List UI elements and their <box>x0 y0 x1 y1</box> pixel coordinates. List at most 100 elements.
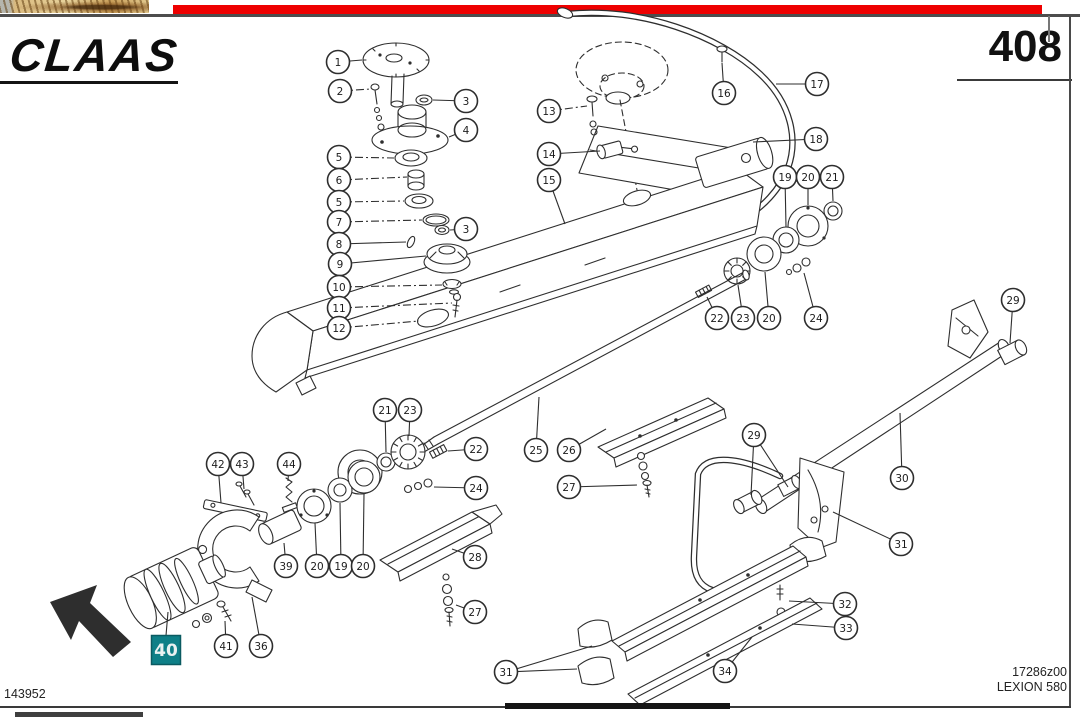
callout-42[interactable]: 42 <box>205 451 231 504</box>
ring-3a <box>415 94 433 106</box>
svg-text:9: 9 <box>337 259 344 271</box>
callout-23[interactable]: 23 <box>397 397 423 437</box>
svg-text:24: 24 <box>809 313 823 325</box>
svg-text:16: 16 <box>717 88 731 100</box>
callout-15[interactable]: 15 <box>536 167 566 225</box>
callout-29[interactable]: 29 <box>1000 287 1026 344</box>
callout-17[interactable]: 17 <box>776 71 830 97</box>
callout-21[interactable]: 21 <box>819 164 845 202</box>
callout-13[interactable]: 13 <box>536 98 588 124</box>
callout-25[interactable]: 25 <box>523 396 549 463</box>
fitting-14 <box>596 140 639 160</box>
page-number-cell-line <box>1048 16 1050 42</box>
callout-22[interactable]: 22 <box>447 436 489 462</box>
svg-text:21: 21 <box>825 172 838 184</box>
callout-34[interactable]: 34 <box>712 636 753 684</box>
callout-20[interactable]: 20 <box>795 164 821 206</box>
callout-3[interactable]: 3 <box>432 88 479 114</box>
callout-20[interactable]: 20 <box>756 271 782 331</box>
sleeve-39 <box>258 509 302 545</box>
svg-text:32: 32 <box>838 599 851 611</box>
callout-30[interactable]: 30 <box>889 412 915 491</box>
svg-text:20: 20 <box>762 313 775 325</box>
callout-31[interactable]: 31 <box>832 511 914 557</box>
callout-6[interactable]: 6 <box>326 167 408 193</box>
callout-23[interactable]: 23 <box>730 284 756 331</box>
svg-text:31: 31 <box>894 539 907 551</box>
callout-31[interactable]: 31 <box>493 645 593 685</box>
callout-21[interactable]: 21 <box>372 397 398 453</box>
callout-29[interactable]: 29 <box>741 422 789 496</box>
red-accent-bar <box>173 5 1042 14</box>
clips-31b <box>577 619 615 686</box>
callout-28[interactable]: 28 <box>451 544 488 570</box>
callout-41[interactable]: 41 <box>213 620 239 659</box>
callout-36[interactable]: 36 <box>248 596 274 659</box>
oring-7 <box>422 213 450 227</box>
ring-10 <box>442 278 462 295</box>
callout-24[interactable]: 24 <box>803 272 829 331</box>
svg-text:23: 23 <box>403 405 416 417</box>
callout-1[interactable]: 1 <box>325 49 363 75</box>
svg-text:21: 21 <box>378 405 391 417</box>
callout-19[interactable]: 19 <box>328 502 354 579</box>
svg-text:17: 17 <box>810 79 823 91</box>
callout-32[interactable]: 32 <box>788 591 858 617</box>
callout-39[interactable]: 39 <box>273 542 299 579</box>
callout-22[interactable]: 22 <box>704 296 730 331</box>
svg-text:26: 26 <box>562 445 576 457</box>
bolt-11 <box>452 292 462 318</box>
callout-26[interactable]: 26 <box>556 428 607 463</box>
top-divider <box>0 14 1080 17</box>
beam-housing <box>251 136 774 396</box>
callout-33[interactable]: 33 <box>791 615 859 641</box>
callout-16[interactable]: 16 <box>711 62 737 106</box>
svg-text:30: 30 <box>895 473 908 485</box>
fasteners-27b <box>441 573 454 627</box>
callout-4[interactable]: 4 <box>448 117 479 143</box>
handle-tube <box>690 456 784 594</box>
callout-12[interactable]: 12 <box>326 315 420 341</box>
callout-20[interactable]: 20 <box>304 522 330 579</box>
callout-9[interactable]: 9 <box>327 251 427 277</box>
svg-text:15: 15 <box>542 175 555 187</box>
svg-text:33: 33 <box>839 623 852 635</box>
callout-14[interactable]: 14 <box>536 141 601 167</box>
callout-27[interactable]: 27 <box>556 474 638 500</box>
callout-5[interactable]: 5 <box>326 189 405 215</box>
callout-3[interactable]: 3 <box>449 216 479 242</box>
tray-34-upper <box>611 545 809 662</box>
callout-20[interactable]: 20 <box>350 493 376 579</box>
callout-24[interactable]: 24 <box>433 475 489 501</box>
callout-2[interactable]: 2 <box>327 78 372 104</box>
sleeve-6 <box>407 169 425 191</box>
screws-43 <box>235 481 255 506</box>
footer-right: 17286z00 LEXION 580 <box>997 665 1067 695</box>
svg-text:20: 20 <box>356 561 369 573</box>
callout-27[interactable]: 27 <box>455 599 488 625</box>
bracket-31a <box>797 457 845 549</box>
svg-text:39: 39 <box>279 561 292 573</box>
svg-text:3: 3 <box>463 96 470 108</box>
callout-43[interactable]: 43 <box>229 451 255 490</box>
bolt-13 <box>586 95 598 136</box>
page-right-border <box>1069 16 1071 708</box>
callout-7[interactable]: 7 <box>326 209 423 235</box>
svg-text:34: 34 <box>718 666 732 678</box>
bearing-5a <box>394 149 428 167</box>
callout-19[interactable]: 19 <box>772 164 798 228</box>
callout-18[interactable]: 18 <box>752 126 829 152</box>
callout-44[interactable]: 44 <box>276 451 302 482</box>
svg-text:44: 44 <box>282 459 296 471</box>
callout-11[interactable]: 11 <box>326 295 453 321</box>
svg-text:4: 4 <box>463 125 470 137</box>
wheat-photo-strip <box>0 0 149 13</box>
callout-40-highlighted[interactable]: 40 <box>150 611 182 666</box>
callout-10[interactable]: 10 <box>326 274 443 300</box>
svg-text:14: 14 <box>542 149 556 161</box>
drawing-code: 17286z00 <box>1012 665 1067 679</box>
callout-8[interactable]: 8 <box>326 231 407 257</box>
fasteners-27a <box>636 451 652 498</box>
svg-text:11: 11 <box>332 303 345 315</box>
bracket-right-29 <box>947 299 1028 366</box>
